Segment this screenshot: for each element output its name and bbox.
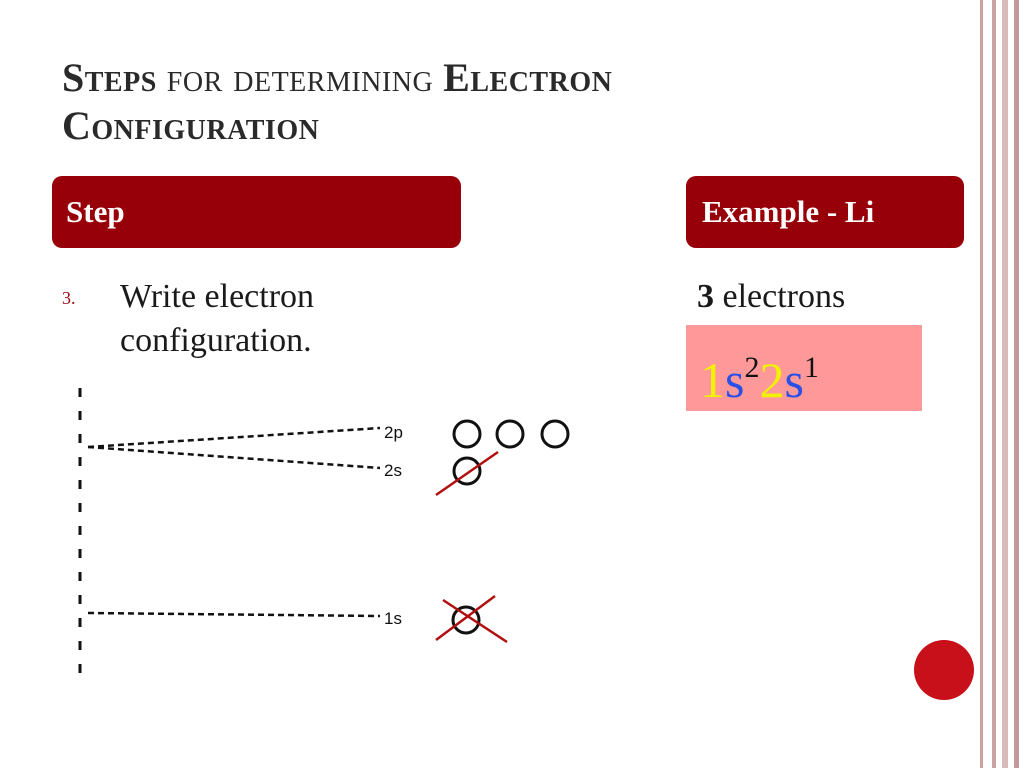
step-header-label: Step	[66, 194, 125, 229]
config-level-1: 1	[700, 352, 725, 408]
orbital-circle-2p-1	[452, 419, 482, 449]
level-label-2s: 2s	[384, 461, 402, 480]
slide-title: Steps for determining Electron Configura…	[62, 55, 613, 148]
orbital-circle-2p-2	[495, 419, 525, 449]
config-orbital-1: s	[725, 352, 745, 408]
orbital-circle-1s	[451, 605, 481, 635]
config-level-2: 2	[759, 352, 785, 408]
decorative-stripes	[978, 0, 1024, 768]
step-column-header: Step	[52, 176, 461, 248]
orbital-circle-2p-3	[540, 419, 570, 449]
electron-label: electrons	[714, 278, 846, 315]
electron-count: 3	[697, 278, 714, 315]
example-column-header: Example - Li	[686, 176, 964, 248]
step-number: 3.	[62, 288, 76, 308]
orbital-circle-2s	[452, 456, 482, 486]
electron-mark-1s-a	[435, 594, 496, 642]
level-line-2s	[87, 445, 381, 470]
level-label-1s: 1s	[384, 609, 402, 628]
decorative-circle	[914, 640, 974, 700]
example-header-label: Example - Li	[702, 194, 875, 229]
config-exponent-2: 1	[803, 351, 819, 384]
energy-level-diagram: 2p 2s 1s	[78, 388, 570, 680]
electron-count-line: 3 electrons	[697, 275, 845, 319]
electron-mark-1s-b	[442, 598, 508, 644]
step-text: Write electron configuration.	[120, 278, 315, 359]
level-label-2p: 2p	[384, 423, 403, 442]
level-line-2p	[87, 426, 381, 449]
electron-mark-2s	[435, 450, 499, 497]
level-line-1s	[87, 611, 381, 618]
electron-configuration-box: 1s22s1	[686, 325, 922, 411]
config-exponent-1: 2	[744, 351, 760, 384]
config-orbital-2: s	[784, 352, 804, 408]
